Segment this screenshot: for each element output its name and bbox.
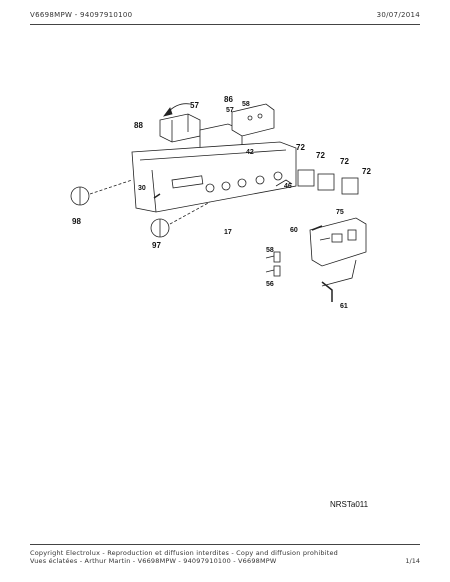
label-60: 60 bbox=[290, 227, 298, 234]
page-number: 1/14 bbox=[405, 557, 420, 565]
label-97: 97 bbox=[152, 241, 161, 250]
arrowhead-57 bbox=[163, 107, 173, 117]
label-56: 56 bbox=[266, 281, 274, 288]
label-46: 46 bbox=[284, 183, 292, 190]
part-58b-connector bbox=[273, 251, 281, 263]
label-72-b: 72 bbox=[316, 151, 325, 160]
part-72-d bbox=[341, 177, 359, 195]
label-72-d: 72 bbox=[362, 167, 371, 176]
label-58: 58 bbox=[242, 101, 250, 108]
part-72-c bbox=[317, 173, 335, 191]
label-57-top: 57 bbox=[190, 101, 199, 110]
footer-rule bbox=[30, 544, 420, 545]
part-30 bbox=[153, 193, 161, 199]
label-86: 86 bbox=[224, 95, 233, 104]
exploded-parts-diagram: 57 86 57 58 88 42 72 72 72 72 30 46 98 1… bbox=[70, 95, 371, 310]
part-56-connector bbox=[273, 265, 281, 277]
header-model: V6698MPW - 94097910100 bbox=[30, 11, 133, 19]
label-17: 17 bbox=[224, 229, 232, 236]
reference-code: NRSTa011 bbox=[330, 500, 369, 509]
part-72-b bbox=[297, 169, 315, 187]
part-46 bbox=[275, 179, 293, 187]
header-date: 30/07/2014 bbox=[376, 11, 420, 19]
part-60-cable bbox=[311, 225, 323, 231]
label-30: 30 bbox=[138, 185, 146, 192]
label-72-a: 72 bbox=[296, 143, 305, 152]
part-88 bbox=[159, 113, 201, 143]
label-57-mid: 57 bbox=[226, 107, 234, 114]
label-58-lower: 58 bbox=[266, 247, 274, 254]
label-75: 75 bbox=[336, 209, 344, 216]
label-42: 42 bbox=[246, 149, 254, 156]
label-98: 98 bbox=[72, 217, 81, 226]
footer-views: Vues éclatées - Arthur Martin - V6698MPW… bbox=[30, 557, 277, 565]
label-61: 61 bbox=[340, 303, 348, 310]
part-17-panel bbox=[131, 141, 297, 213]
part-61-sensor bbox=[321, 259, 357, 287]
label-72-c: 72 bbox=[340, 157, 349, 166]
header-rule bbox=[30, 24, 420, 25]
label-88: 88 bbox=[134, 121, 143, 130]
part-58 bbox=[231, 103, 275, 137]
footer-copyright: Copyright Electrolux - Reproduction et d… bbox=[30, 549, 338, 557]
